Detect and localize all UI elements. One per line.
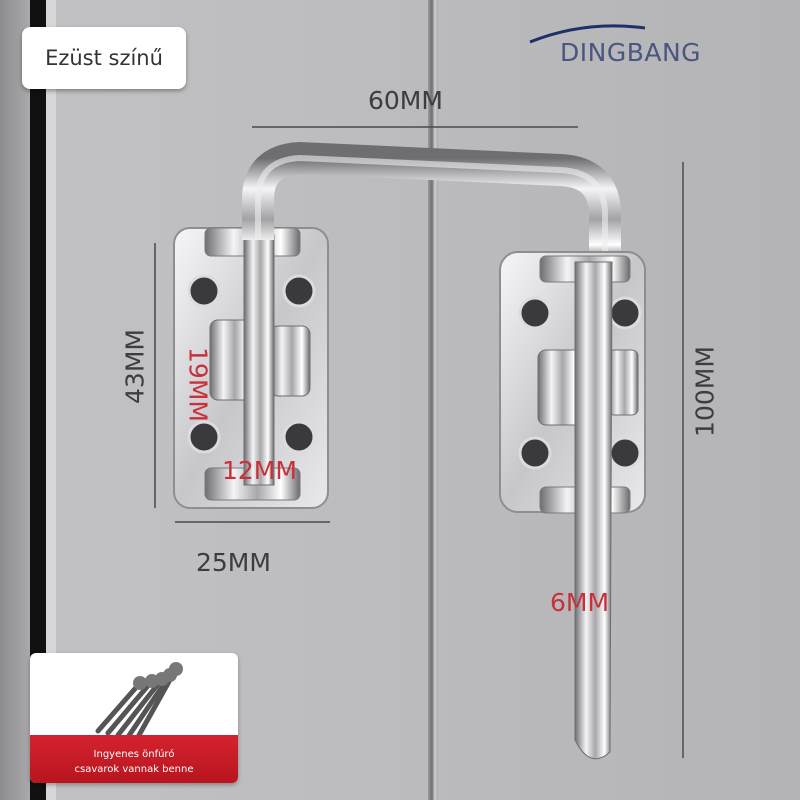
door-edge <box>0 0 30 800</box>
dim-total-width: 60MM <box>368 86 443 115</box>
door-gap <box>428 0 438 800</box>
brand-name: DINGBANG <box>560 38 702 67</box>
screws-banner-text: Ingyenes önfúró csavarok vannak benne <box>30 747 238 777</box>
dim-bolt-diameter: 6MM <box>550 588 610 617</box>
screws-banner-line2: csavarok vannak benne <box>74 764 194 775</box>
door-seal-strip <box>30 0 46 800</box>
screws-icon <box>95 662 183 740</box>
dim-slot-height: 19MM <box>183 347 213 422</box>
dim-plate-height: 43MM <box>120 329 150 404</box>
screws-card: Ingyenes önfúró csavarok vannak benne <box>30 653 238 783</box>
screws-banner-line1: Ingyenes önfúró <box>93 749 175 760</box>
dim-plate-width: 25MM <box>196 548 271 577</box>
dim-slot-width: 12MM <box>222 456 297 485</box>
color-label-text: Ezüst színű <box>45 46 163 70</box>
brand-swoosh-icon <box>529 24 646 44</box>
color-label-card: Ezüst színű <box>22 27 186 89</box>
screws-banner <box>30 735 238 783</box>
dim-total-height: 100MM <box>690 346 720 437</box>
door-highlight-strip <box>46 0 56 800</box>
